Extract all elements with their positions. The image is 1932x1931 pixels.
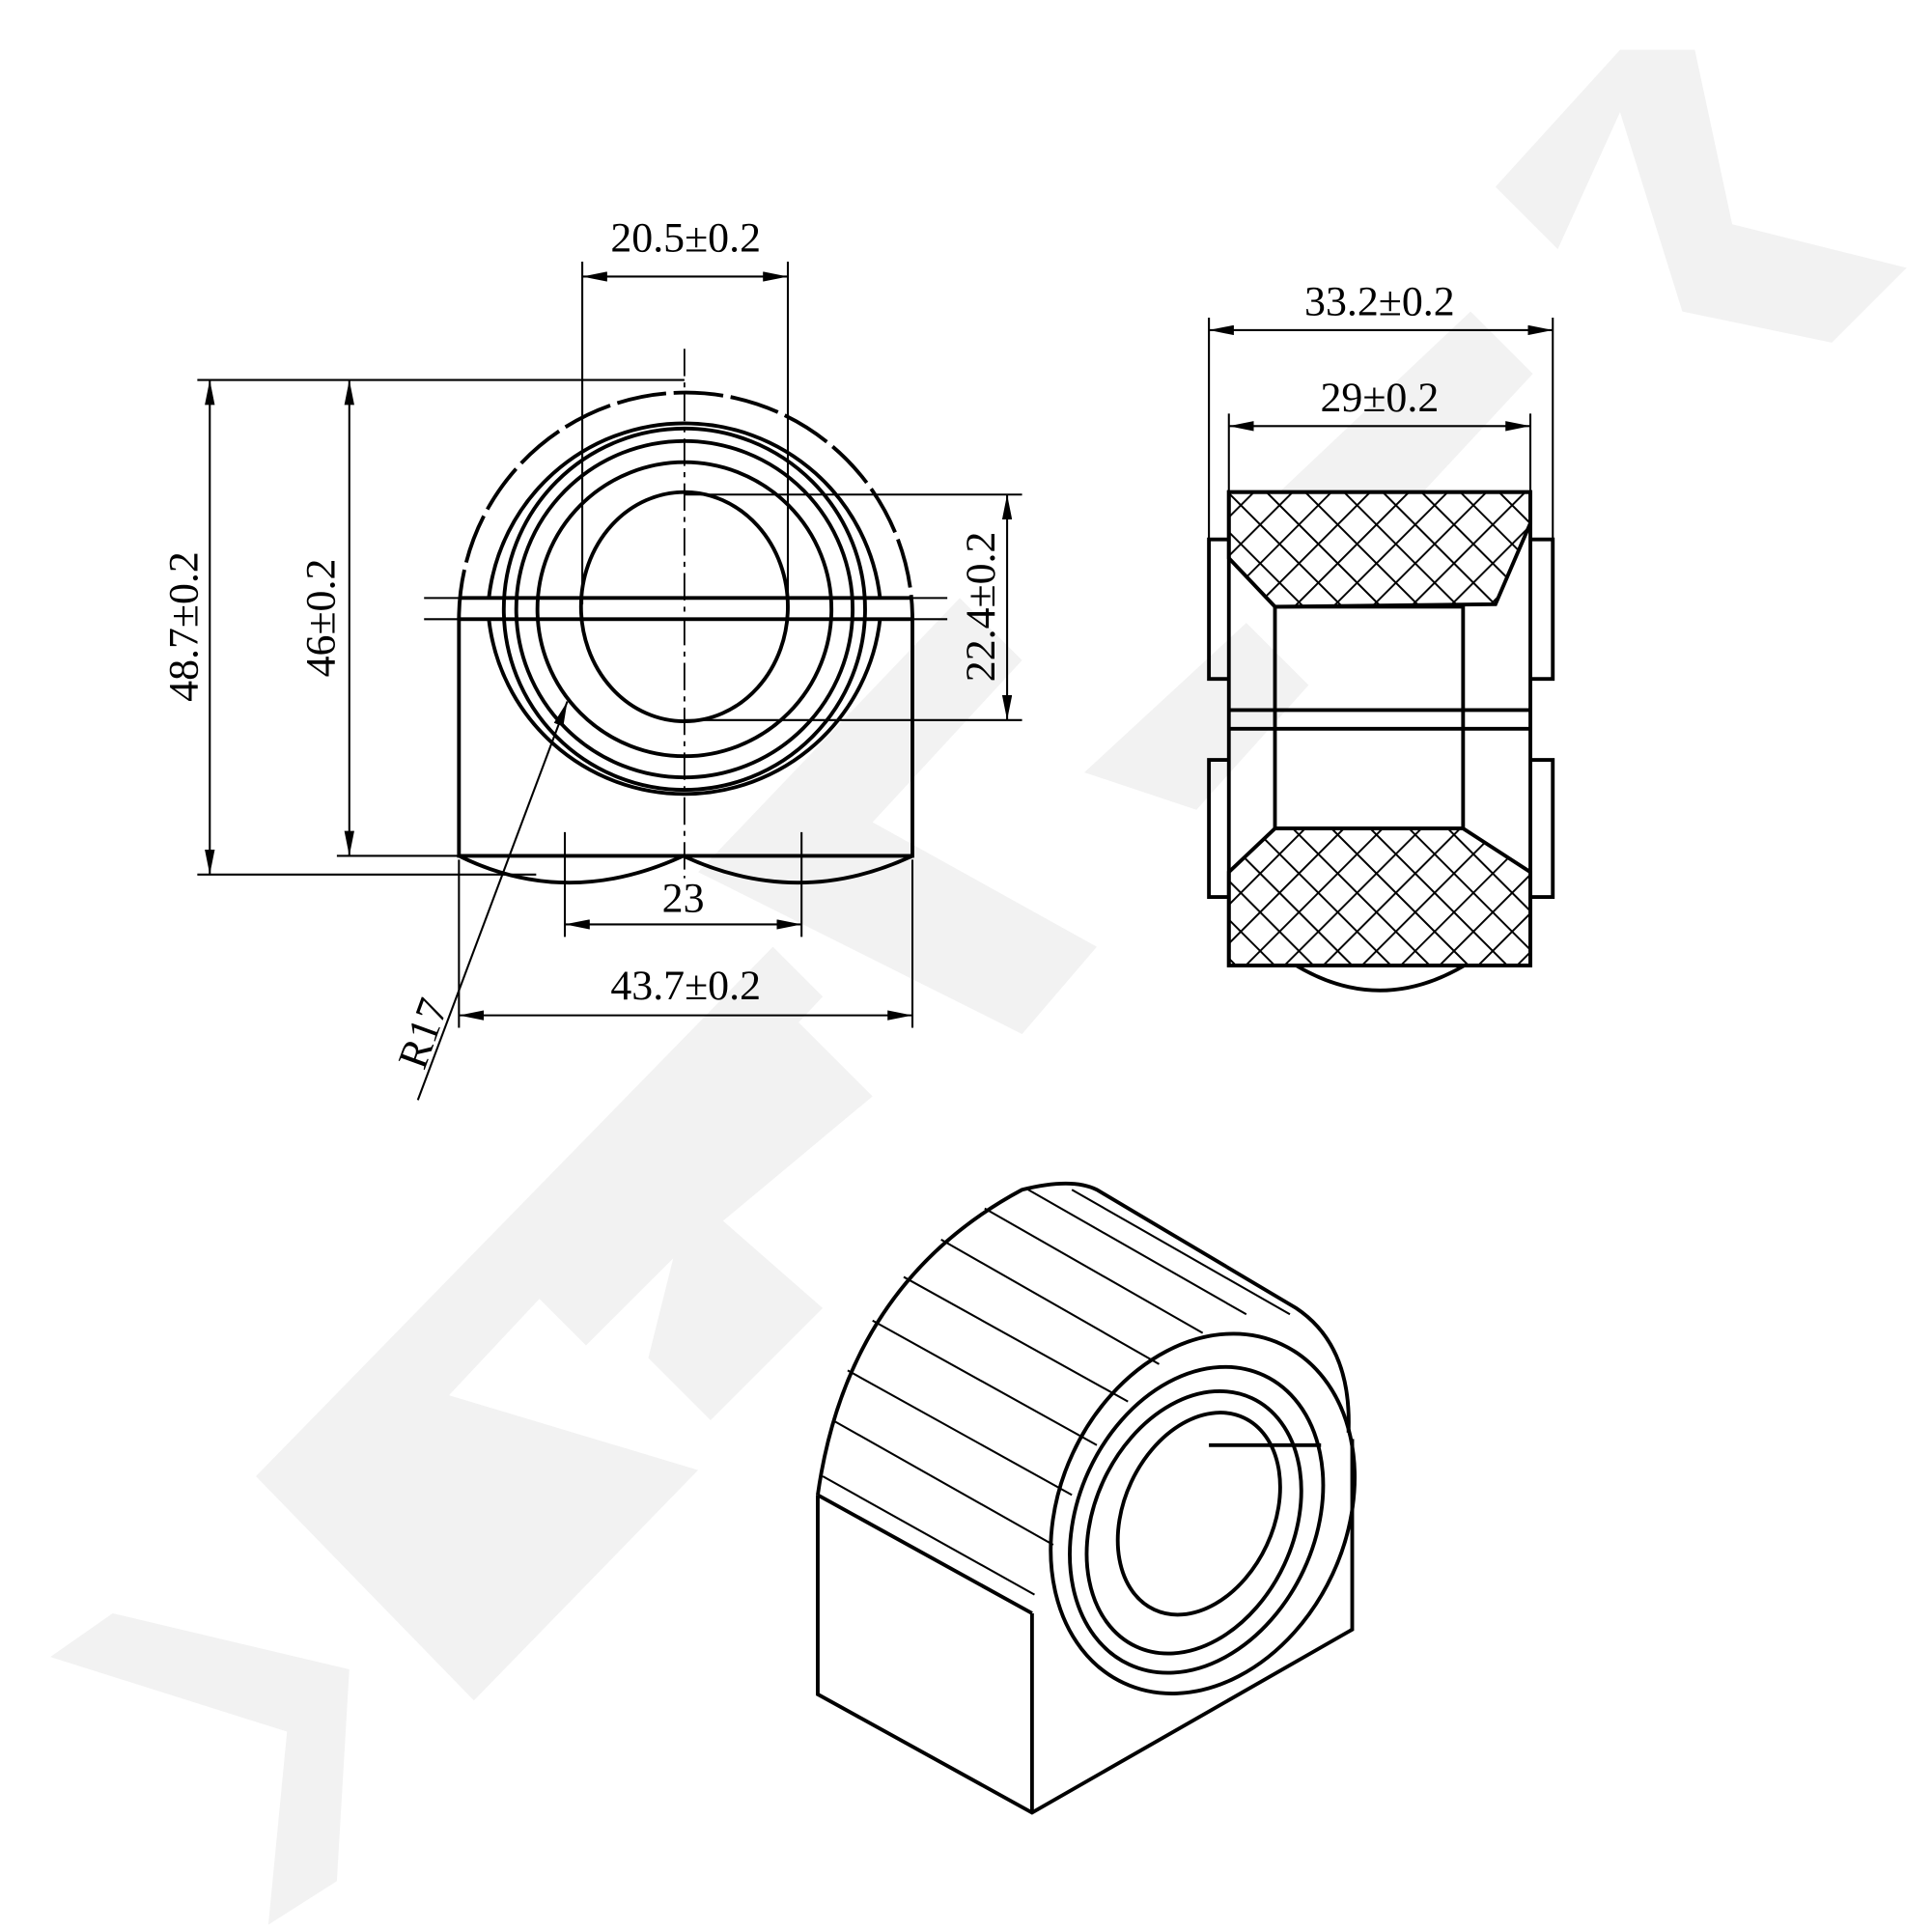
isometric-view bbox=[816, 1181, 1358, 1815]
dim-total-width: 43.7±0.2 bbox=[610, 963, 761, 1009]
front-dimensions: 20.5±0.2 48.7±0.2 46±0.2 22.4±0.2 23 43.… bbox=[160, 215, 1022, 1101]
side-dimensions: 33.2±0.2 29±0.2 bbox=[1208, 278, 1554, 540]
dim-total-height: 48.7±0.2 bbox=[160, 551, 207, 702]
dim-radius: R17 bbox=[390, 993, 458, 1075]
dim-base-span: 23 bbox=[662, 876, 705, 922]
watermark-logo bbox=[50, 49, 1907, 1925]
front-view bbox=[424, 349, 948, 885]
dim-body-length: 29±0.2 bbox=[1321, 375, 1440, 421]
dim-bore-height: 22.4±0.2 bbox=[958, 532, 1004, 683]
side-view bbox=[1207, 490, 1555, 993]
dim-overall-length: 33.2±0.2 bbox=[1304, 278, 1455, 324]
dim-body-height: 46±0.2 bbox=[297, 559, 344, 678]
dim-bore-width: 20.5±0.2 bbox=[610, 215, 761, 262]
